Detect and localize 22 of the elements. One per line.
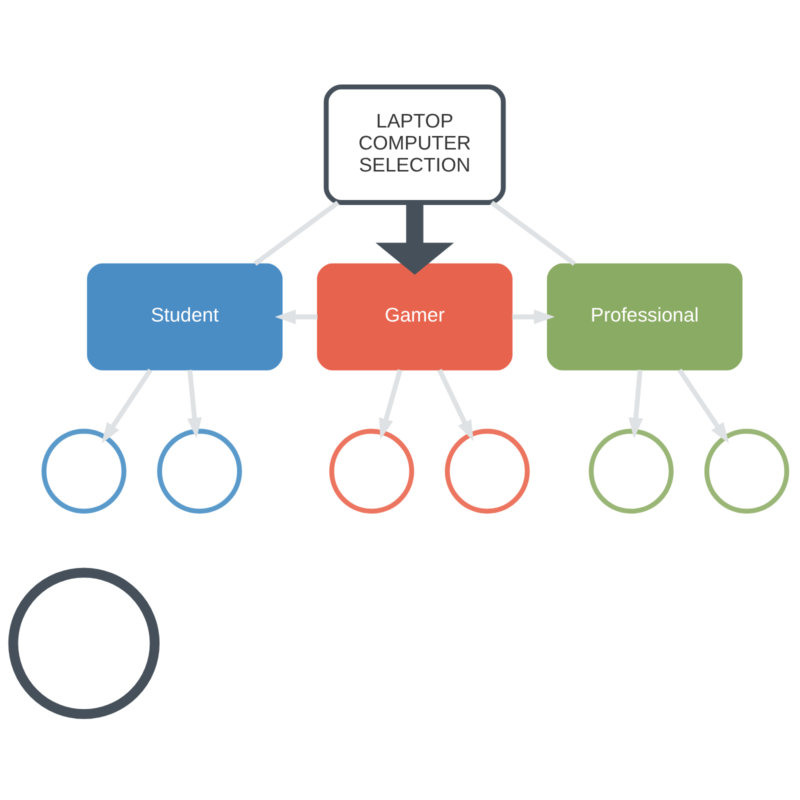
node-circle (444, 428, 530, 514)
connector (254, 200, 340, 266)
arrow (187, 369, 202, 438)
node-circle (42, 428, 126, 514)
node-circle (704, 428, 790, 514)
arrow (628, 369, 644, 438)
arrow (437, 368, 474, 441)
arrow (512, 309, 555, 324)
connector (490, 200, 576, 266)
arrow (376, 202, 454, 274)
arrow (379, 368, 402, 439)
node-box: Gamer (317, 262, 513, 370)
node-circle (588, 428, 674, 514)
arrow (678, 368, 730, 444)
node-box: Professional (546, 262, 742, 370)
arrow (274, 309, 318, 324)
node-box: LAPTOP COMPUTER SELECTION (324, 84, 506, 204)
node-box: Student (87, 262, 283, 370)
node-circle (157, 428, 242, 514)
node-circle (329, 428, 414, 514)
node-circle (8, 567, 160, 718)
arrow (102, 368, 152, 444)
